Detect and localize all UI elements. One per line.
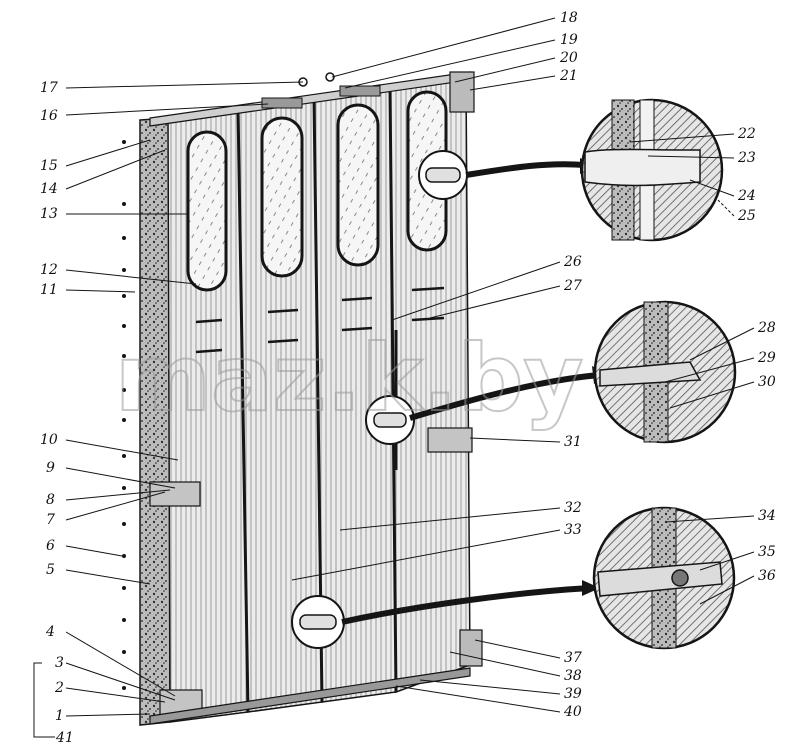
detail-view-top — [465, 98, 724, 242]
label-29: 29 — [757, 350, 776, 366]
label-7: 7 — [46, 512, 55, 528]
label-39: 39 — [564, 686, 582, 702]
label-24: 24 — [737, 188, 756, 204]
detail-view-bottom — [341, 506, 736, 650]
label-17: 17 — [40, 80, 58, 96]
top-bracket-a — [261, 97, 303, 109]
label-2: 2 — [54, 680, 64, 696]
door-assembly — [122, 71, 483, 726]
label-32: 32 — [564, 500, 582, 516]
top-bracket-b — [339, 85, 381, 97]
label-10: 10 — [40, 432, 58, 448]
label-20: 20 — [559, 50, 578, 66]
label-27: 27 — [563, 278, 582, 294]
callout-arrowhead-bottom — [582, 580, 600, 596]
label-8: 8 — [46, 492, 55, 508]
label-3: 3 — [55, 655, 64, 671]
label-1: 1 — [55, 708, 64, 724]
roller-18 — [325, 72, 335, 82]
magnifier-middle-part — [599, 361, 702, 387]
label-6: 6 — [46, 538, 55, 554]
detail-top-shape — [425, 167, 461, 183]
window-3 — [336, 103, 380, 267]
label-14: 14 — [40, 181, 58, 197]
leaf-joint-3 — [388, 87, 398, 693]
label-5: 5 — [46, 562, 55, 578]
leader-lines — [33, 17, 755, 738]
label-18: 18 — [560, 10, 578, 26]
label-30: 30 — [758, 374, 776, 390]
label-11: 11 — [40, 282, 58, 298]
detail-middle-shape — [373, 412, 407, 428]
label-33: 33 — [564, 522, 582, 538]
label-23: 23 — [737, 150, 756, 166]
bottom-hinge-37 — [459, 629, 483, 667]
window-2 — [260, 116, 304, 278]
bracket-31 — [427, 427, 473, 453]
callout-arrow-top — [465, 161, 586, 178]
part-labels: 1 2 3 4 5 6 7 8 9 10 11 12 13 14 15 16 1… — [40, 10, 776, 746]
label-41: 41 — [55, 730, 74, 746]
label-22: 22 — [737, 126, 756, 142]
label-35: 35 — [758, 544, 776, 560]
label-15: 15 — [40, 158, 58, 174]
label-13: 13 — [40, 206, 58, 222]
label-21: 21 — [559, 68, 578, 84]
label-28: 28 — [757, 320, 776, 336]
watermark: maz.k.by — [115, 325, 583, 432]
magnifier-bottom-bolt — [671, 569, 689, 587]
panel-slots — [195, 286, 445, 354]
rivet-dots — [122, 140, 126, 690]
callout-arrow-middle — [409, 372, 601, 421]
label-12: 12 — [40, 262, 58, 278]
label-40: 40 — [563, 704, 582, 720]
label-31: 31 — [564, 434, 582, 450]
label-4: 4 — [45, 624, 55, 640]
magnifier-bottom-part — [597, 561, 723, 597]
label-34: 34 — [758, 508, 776, 524]
label-36: 36 — [758, 568, 776, 584]
bottom-rail — [149, 667, 471, 725]
label-37: 37 — [564, 650, 582, 666]
label-26: 26 — [563, 254, 582, 270]
leaf-joint-1 — [236, 107, 250, 713]
callout-arrow-bottom — [341, 585, 591, 625]
window-1 — [186, 130, 228, 292]
magnifier-top-part — [584, 148, 701, 187]
detail-view-middle — [409, 300, 737, 444]
detail-bottom-shape — [299, 614, 337, 630]
label-19: 19 — [560, 32, 578, 48]
label-38: 38 — [564, 668, 582, 684]
label-16: 16 — [40, 108, 58, 124]
label-25: 25 — [737, 208, 756, 224]
label-9: 9 — [46, 460, 55, 476]
